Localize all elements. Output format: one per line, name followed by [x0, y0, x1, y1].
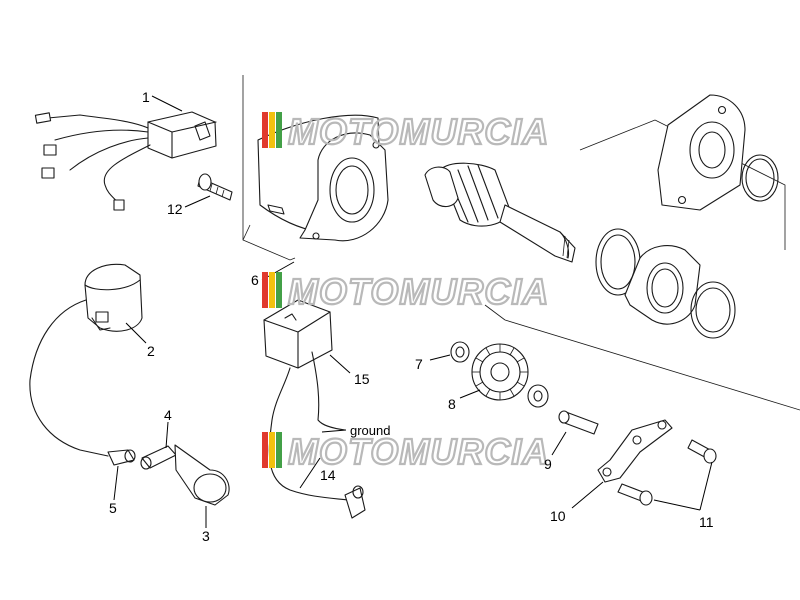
starter-end-cover — [657, 94, 779, 211]
part-3-4-spark-plug-cap — [140, 444, 230, 506]
callout-3: 3 — [202, 528, 210, 544]
callout-1: 1 — [142, 89, 150, 105]
callout-8: 8 — [448, 396, 456, 412]
starter-armature — [424, 162, 576, 263]
callout-labels: 1 2 3 4 5 6 7 8 9 10 11 12 14 15 ground — [109, 89, 714, 544]
starter-motor-body — [257, 114, 389, 242]
starter-flange-orings — [595, 228, 736, 339]
callout-10: 10 — [550, 508, 566, 524]
part-9-shaft-pin — [558, 410, 599, 435]
part-1-cdi-harness — [34, 111, 217, 211]
part-8-starter-gear — [471, 343, 529, 401]
part-11-screws — [617, 439, 717, 506]
callout-5: 5 — [109, 500, 117, 516]
watermark-bottom: MOTOMURCIA — [262, 430, 549, 473]
gear-washer — [527, 384, 549, 408]
callout-6: 6 — [251, 272, 259, 288]
callout-14: 14 — [320, 467, 336, 483]
part-15-voltage-regulator — [263, 299, 366, 519]
callout-4: 4 — [164, 407, 172, 423]
watermark-bottom-text: MOTOMURCIA — [288, 431, 549, 472]
part-2-ignition-coil — [29, 263, 143, 466]
ground-annotation: ground — [350, 423, 390, 438]
callout-7: 7 — [415, 356, 423, 372]
part-12-bolt — [197, 173, 233, 201]
watermark-middle: MOTOMURCIA — [262, 270, 549, 313]
callout-11: 11 — [699, 514, 714, 530]
part-7-washer — [450, 341, 470, 363]
callout-9: 9 — [544, 456, 552, 472]
watermark-top: MOTOMURCIA — [262, 110, 549, 153]
callout-12: 12 — [167, 201, 183, 217]
callout-15: 15 — [354, 371, 370, 387]
part-10-bracket — [597, 419, 673, 483]
watermark-middle-text: MOTOMURCIA — [288, 271, 549, 312]
watermark-top-text: MOTOMURCIA — [288, 111, 549, 152]
callout-2: 2 — [147, 343, 155, 359]
